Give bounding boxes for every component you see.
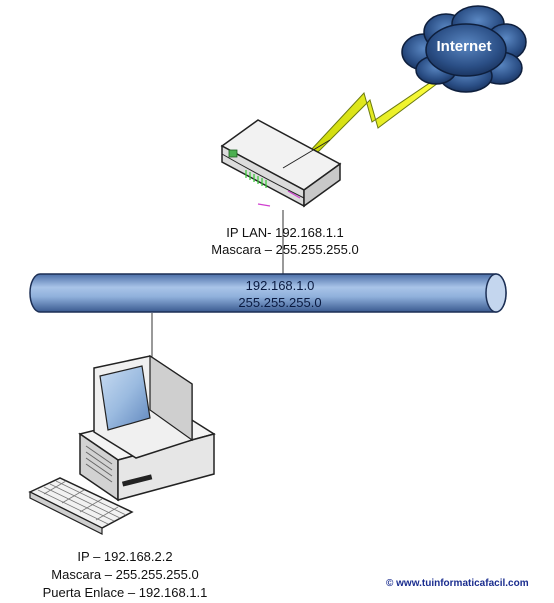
network-mask-text: 255.255.255.0 [238, 295, 322, 310]
network-label: 192.168.1.0 255.255.255.0 [180, 277, 380, 311]
pc-ip-text: IP – 192.168.2.2 [77, 549, 173, 564]
network-address-text: 192.168.1.0 [245, 278, 315, 293]
router-ip-text: IP LAN- 192.168.1.1 [226, 225, 344, 240]
desktop-computer-icon [28, 354, 216, 535]
router-icon [220, 119, 342, 208]
pc-gateway-text: Puerta Enlace – 192.168.1.1 [42, 585, 208, 600]
watermark: © www.tuinformaticafacil.com [386, 578, 529, 589]
network-bus [29, 273, 507, 313]
router-label: IP LAN- 192.168.1.1 Mascara – 255.255.25… [185, 224, 385, 258]
watermark-link[interactable]: www.tuinformaticafacil.com [396, 578, 529, 589]
pc-mask-text: Mascara – 255.255.255.0 [51, 567, 199, 582]
router-mask-text: Mascara – 255.255.255.0 [211, 242, 359, 257]
internet-label: Internet [436, 38, 492, 55]
pc-label: IP – 192.168.2.2 Mascara – 255.255.255.0… [20, 548, 230, 602]
internet-cloud-icon [401, 5, 527, 93]
copyright-icon: © [386, 578, 394, 589]
